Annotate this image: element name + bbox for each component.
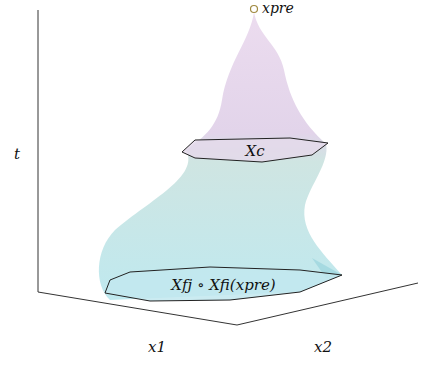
axes <box>38 10 418 325</box>
terminal-set: Xfj ∘ Xfi(xpre) <box>103 265 344 303</box>
set-polygon <box>105 267 342 301</box>
initial-point <box>251 6 258 13</box>
point-label: xpre <box>262 1 294 16</box>
set-polygon <box>182 138 328 162</box>
set-label: Xc <box>245 143 264 160</box>
constraint-set: Xc <box>180 136 330 164</box>
axis-label: t <box>14 146 20 163</box>
axis-label: x1 <box>148 339 166 356</box>
axis-label: x2 <box>314 339 332 356</box>
reach-tube <box>99 12 342 300</box>
set-label: Xfj ∘ Xfi(xpre) <box>171 277 275 294</box>
